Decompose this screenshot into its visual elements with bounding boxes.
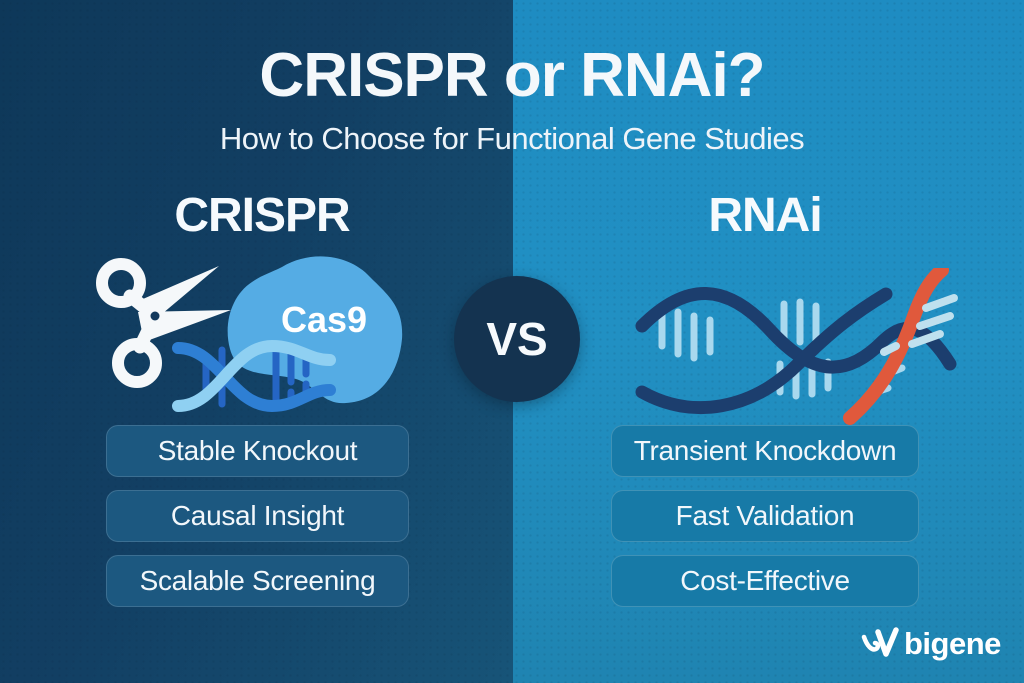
rnai-heading: RNAi — [708, 189, 822, 242]
rna-strand-icon — [635, 268, 958, 425]
page-subtitle: How to Choose for Functional Gene Studie… — [219, 121, 805, 156]
pill-label: Fast Validation — [675, 500, 855, 531]
crispr-feature-scalable-screening: Scalable Screening — [106, 555, 409, 607]
cas9-protein-blob-icon — [227, 256, 403, 404]
crispr-feature-stable-knockout: Stable Knockout — [106, 425, 409, 477]
pill-label: Stable Knockout — [157, 435, 358, 466]
ubigene-logo-mark-icon — [861, 627, 899, 657]
crispr-feature-causal-insight: Causal Insight — [106, 490, 409, 542]
rnai-feature-transient-knockdown: Transient Knockdown — [611, 425, 919, 477]
dna-helix-icon — [172, 339, 336, 413]
page-title: CRISPR or RNAi? — [259, 41, 765, 110]
logo-text: bigene — [904, 626, 1001, 661]
vs-badge: VS — [454, 276, 580, 402]
rnai-feature-cost-effective: Cost-Effective — [611, 555, 919, 607]
ubigene-logo: bigene — [860, 624, 1001, 664]
pill-label: Transient Knockdown — [633, 435, 897, 466]
cas9-protein-label: Cas9 — [280, 299, 368, 340]
vs-label: VS — [486, 313, 548, 365]
scissors-icon — [96, 258, 231, 388]
crispr-heading: CRISPR — [174, 189, 350, 242]
rnai-feature-fast-validation: Fast Validation — [611, 490, 919, 542]
pill-label: Scalable Screening — [139, 565, 376, 596]
pill-label: Cost-Effective — [680, 565, 850, 596]
pill-label: Causal Insight — [170, 500, 345, 531]
